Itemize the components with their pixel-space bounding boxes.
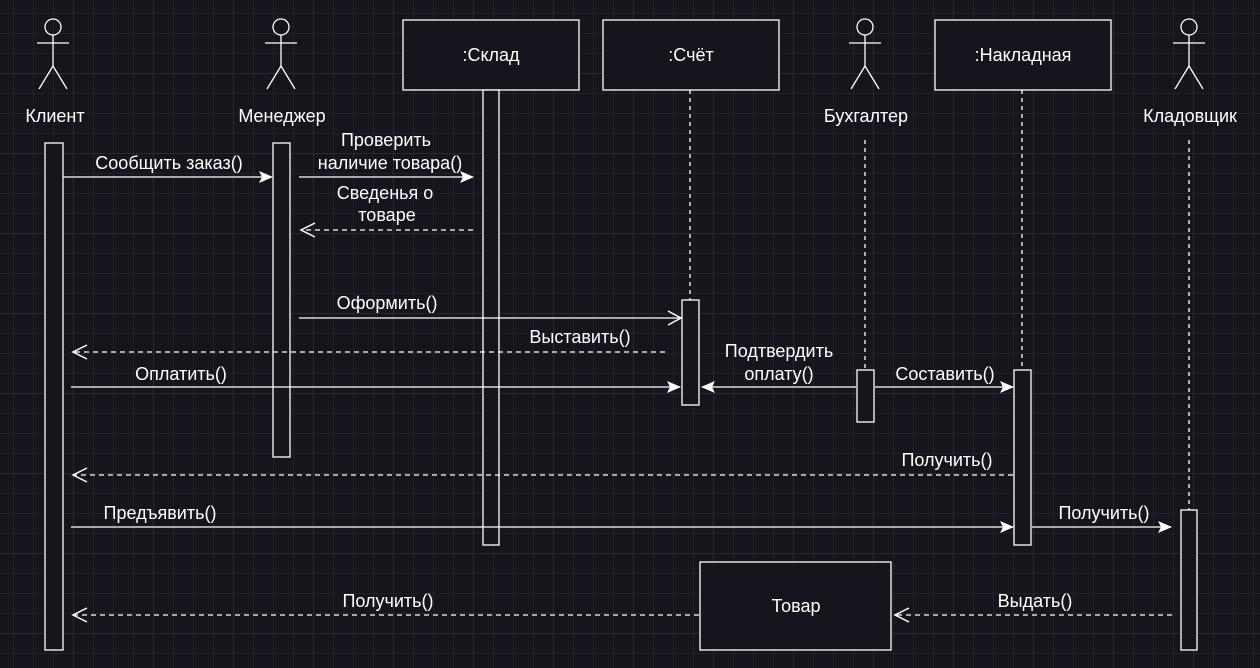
message-receive-store-label: Получить() — [1058, 503, 1149, 523]
actor-accountant-label: Бухгалтер — [824, 106, 908, 126]
return-goods-info-label-line2: товаре — [358, 205, 415, 225]
activation-invoice — [681, 299, 700, 406]
message-check-stock-label-line1: Проверить — [341, 130, 431, 150]
activation-storekeeper — [1180, 509, 1198, 651]
activation-waybill — [1013, 369, 1032, 546]
return-bill-arrowhead — [71, 344, 88, 360]
return-receive-waybill-label: Получить() — [901, 450, 992, 470]
return-give-out-arrowhead — [893, 607, 910, 623]
object-goods-label: Товар — [772, 596, 821, 616]
return-receive-goods-arrowhead — [71, 607, 88, 623]
object-goods-box — [699, 561, 892, 651]
return-receive-waybill-arrowhead — [71, 467, 88, 483]
activation-accountant — [856, 369, 875, 423]
activation-client — [44, 142, 64, 651]
return-receive-goods-label: Получить() — [342, 591, 433, 611]
actor-storekeeper-icon — [1173, 18, 1205, 90]
actor-accountant-icon — [849, 18, 881, 90]
actor-client-label: Клиент — [25, 106, 84, 126]
object-invoice-box — [602, 19, 780, 91]
actor-client-icon — [37, 18, 69, 90]
message-pay-label: Оплатить() — [135, 364, 227, 384]
message-present-label: Предъявить() — [104, 503, 217, 523]
message-check-stock-label-line2: наличие товара() — [318, 153, 462, 173]
return-goods-info-label-line1: Сведенья о — [337, 183, 434, 203]
message-compose-label: Составить() — [895, 364, 994, 384]
message-issue-arrowhead — [667, 310, 683, 326]
actor-storekeeper-label: Кладовщик — [1143, 106, 1237, 126]
object-waybill-box — [934, 19, 1112, 91]
actor-manager-label: Менеджер — [238, 106, 325, 126]
return-goods-info-arrowhead — [299, 222, 316, 238]
message-confirm-label-line2: оплату() — [744, 364, 813, 384]
return-bill-label: Выставить() — [529, 327, 630, 347]
object-warehouse-box — [402, 19, 580, 91]
message-issue-label: Оформить() — [337, 293, 438, 313]
object-waybill-label: :Накладная — [975, 45, 1072, 65]
message-confirm-label-line1: Подтвердить — [725, 341, 833, 361]
actor-manager-icon — [265, 18, 297, 90]
object-invoice-label: :Счёт — [668, 45, 713, 65]
activation-manager — [272, 142, 291, 458]
message-report-order-label: Сообщить заказ() — [95, 153, 242, 173]
return-give-out-label: Выдать() — [998, 591, 1073, 611]
object-warehouse-label: :Склад — [462, 45, 520, 65]
